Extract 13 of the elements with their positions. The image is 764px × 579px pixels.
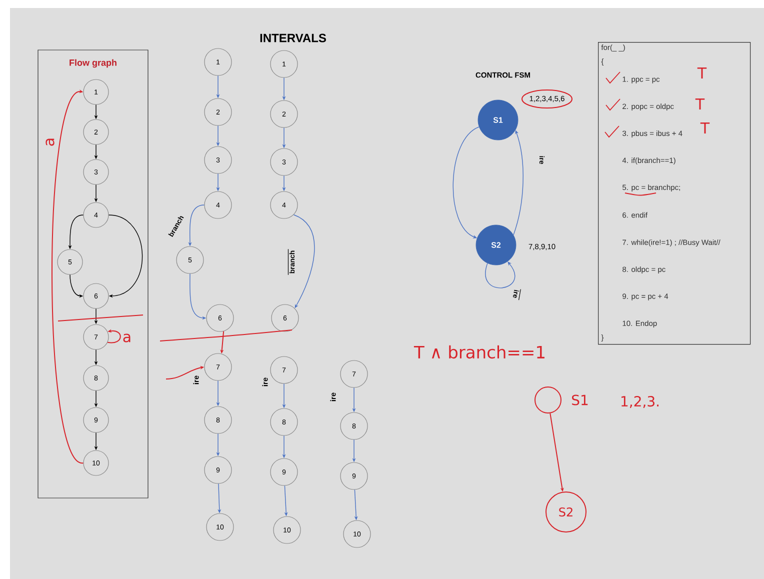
handwritten-note: a xyxy=(46,138,54,146)
title: INTERVALS xyxy=(260,34,326,42)
handwritten-note: a xyxy=(123,334,130,342)
handwritten-note: T xyxy=(695,98,705,110)
handwritten-note: 1,2,3. xyxy=(622,396,658,408)
arrow xyxy=(485,262,516,288)
handwritten-note: T xyxy=(700,122,710,134)
handwritten-note: T xyxy=(697,68,707,78)
arrow xyxy=(452,126,480,238)
handwritten-note: S1 xyxy=(572,394,588,406)
arrow xyxy=(52,90,84,464)
handwritten-note: T ∧ branch==1 xyxy=(414,345,544,359)
arrow xyxy=(108,214,143,298)
